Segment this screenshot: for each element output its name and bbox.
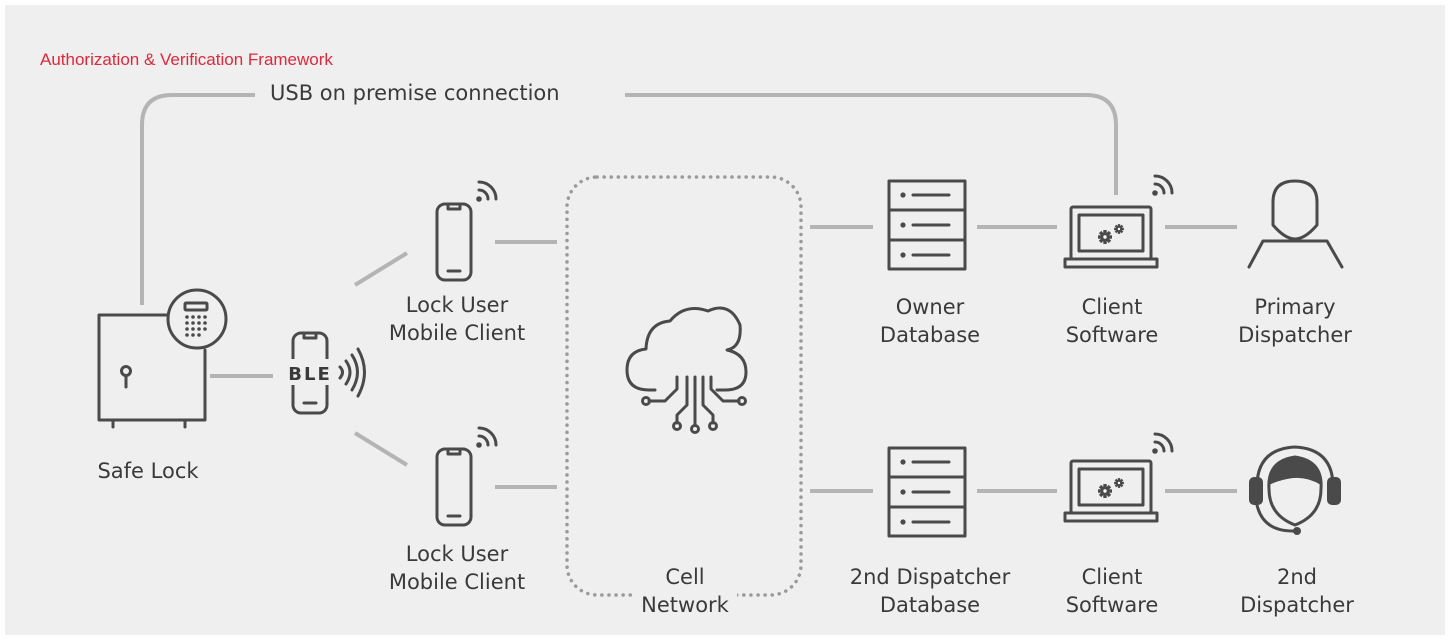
usb-connection-label: USB on premise connection	[270, 81, 560, 105]
primary-dispatcher-line2: Dispatcher	[1238, 323, 1352, 347]
diagram-title: Authorization & Verification Framework	[40, 50, 333, 69]
ble-badge: BLE	[288, 364, 332, 385]
top-smartphone-icon	[435, 180, 498, 282]
cell-network-line1: Cell	[665, 565, 705, 589]
cloud-network-icon	[625, 306, 748, 434]
dispatcher-database-line2: Database	[879, 593, 981, 617]
second-dispatcher-line1: 2nd	[1276, 565, 1318, 589]
diagram-canvas: Authorization & Verification Framework	[5, 5, 1445, 635]
owner-database-line2: Database	[879, 323, 981, 347]
second-dispatcher-label: 2nd Dispatcher	[1240, 563, 1354, 619]
dispatcher-database-line1: 2nd Dispatcher	[849, 565, 1011, 589]
cell-network-boundary	[565, 175, 803, 597]
user-icon	[1247, 179, 1344, 269]
top-laptop-icon	[1065, 174, 1174, 267]
mobile-client-top-line1: Lock User	[405, 293, 509, 317]
client-software-bottom-label: Client Software	[1066, 563, 1159, 619]
client-software-top-label: Client Software	[1066, 293, 1159, 349]
owner-database-line1: Owner	[895, 295, 965, 319]
bottom-smartphone-icon	[435, 426, 498, 527]
cell-network-line2: Network	[641, 593, 729, 617]
ble-to-bottom-client-line	[353, 431, 409, 467]
diagram-graphics: BLE	[97, 93, 1344, 597]
mobile-client-top-label: Lock User Mobile Client	[389, 291, 525, 347]
ble-phone-icon: BLE	[285, 331, 366, 415]
headset-user-icon	[1249, 445, 1341, 535]
client-software-top-line2: Software	[1065, 323, 1159, 347]
owner-server-icon	[887, 179, 967, 271]
client-software-bottom-line2: Software	[1065, 593, 1159, 617]
bottom-laptop-icon	[1065, 432, 1174, 521]
client-software-bottom-line1: Client	[1081, 565, 1143, 589]
usb-connection-line	[140, 93, 1118, 305]
primary-dispatcher-line1: Primary	[1254, 295, 1336, 319]
mobile-client-bottom-label: Lock User Mobile Client	[389, 540, 525, 596]
ble-to-top-client-line	[353, 251, 409, 287]
mobile-client-bottom-line1: Lock User	[405, 542, 509, 566]
primary-dispatcher-label: Primary Dispatcher	[1238, 293, 1352, 349]
dispatcher-server-icon	[887, 446, 967, 538]
owner-database-label: Owner Database	[880, 293, 980, 349]
safe-lock-label: Safe Lock	[97, 459, 199, 483]
mobile-client-bottom-line2: Mobile Client	[388, 570, 526, 594]
mobile-client-top-line2: Mobile Client	[388, 321, 526, 345]
client-software-top-line1: Client	[1081, 295, 1143, 319]
dispatcher-database-label: 2nd Dispatcher Database	[850, 563, 1010, 619]
cell-network-label: Cell Network	[633, 563, 737, 619]
second-dispatcher-line2: Dispatcher	[1240, 593, 1354, 617]
safe-lock-icon	[97, 288, 228, 429]
